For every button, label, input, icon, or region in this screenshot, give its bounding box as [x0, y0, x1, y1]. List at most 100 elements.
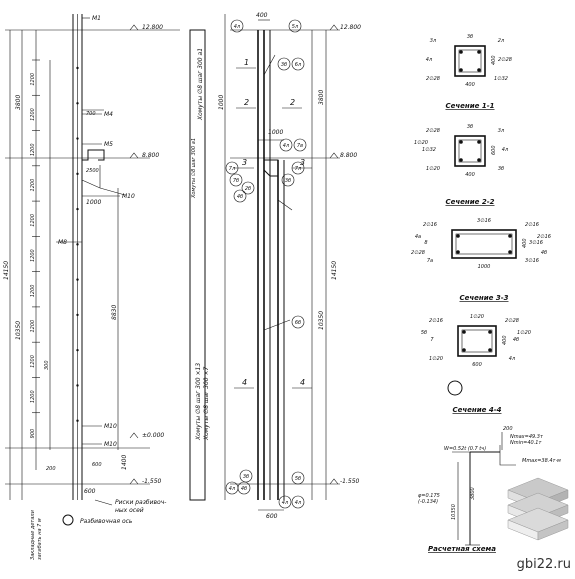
section-label: 4л: [509, 356, 516, 362]
position-bubble: [288, 19, 302, 33]
section-stirrup: [461, 329, 493, 353]
position-bubble-label: 5л: [292, 24, 299, 30]
side-caption: Закладные детали загибать на 7 м: [30, 509, 43, 560]
segment-dim: 1200: [30, 179, 36, 192]
section-outline: [451, 229, 517, 259]
section-width: 600: [472, 362, 482, 368]
rebar-dot: [488, 330, 492, 334]
calc-title: Расчетная схема: [428, 545, 496, 553]
level-zero-label: ±0.000: [142, 432, 164, 439]
side-caption-line1: Закладные детали: [30, 509, 36, 560]
calc-side-label: φ=0.175 (-0.134): [418, 493, 441, 505]
reinf-width-bottom: 600: [266, 513, 278, 520]
position-bubble: [291, 161, 305, 175]
section-title: Сечение 2-2: [445, 198, 494, 206]
segment-dim: 1200: [30, 390, 36, 403]
segment-dim: 1200: [30, 214, 36, 227]
section-label: 4л: [502, 147, 509, 153]
section-label: 1∅20: [470, 314, 484, 320]
section-label: 2∅28: [426, 128, 440, 134]
segment-dim: 1200: [30, 143, 36, 156]
section-label: 2∅28: [505, 318, 519, 324]
section-label: 4б: [541, 250, 547, 256]
section-label: 3б: [498, 166, 504, 172]
dim-lower: 8830: [111, 305, 118, 320]
level-mark-top: 12.800: [129, 24, 163, 31]
calc-scheme: W=0.52t (0.7 tч) Nmax=49.3т Nmin=40.1т M…: [418, 426, 569, 553]
section-height: 600: [491, 145, 497, 155]
calc-n-line2: Nmin=40.1т: [510, 440, 542, 446]
position-bubble-label: 6л: [295, 62, 302, 68]
section-label: 1∅20: [414, 140, 428, 146]
section-label: 4а: [415, 234, 421, 240]
position-bubble-label: 3б: [281, 62, 287, 68]
embed-dot: [76, 243, 79, 246]
axis-risk-note: Риски разбивоч- ных осей: [115, 499, 168, 514]
level-bottom-label: -1.550: [142, 478, 162, 485]
section-label: 5б: [421, 330, 427, 336]
axis-risk-line1: Риски разбивоч-: [115, 499, 166, 506]
calc-dim-200: 200: [503, 426, 513, 432]
level-mark-zero: ±0.000: [129, 432, 164, 439]
position-bubble: [229, 173, 243, 187]
dim-gap-2500: 2500: [86, 168, 99, 174]
stirrup-note-bottom: Хомуты ∅8 шаг 300 ×13 Хомуты ∅8 шаг 300 …: [195, 361, 210, 441]
dim-sub: 10350: [15, 321, 22, 340]
position-bubble-label: 7б: [233, 178, 239, 184]
section-width: 400: [465, 82, 475, 88]
calc-m-label: Mmax=38.4т·м: [522, 458, 561, 464]
calc-n-label: Nmax=49.3т Nmin=40.1т: [510, 434, 544, 446]
section-title: Сечение 1-1: [445, 102, 494, 110]
position-bubble: [230, 19, 244, 33]
section-label: 3б: [467, 34, 473, 40]
section-label: 4л: [426, 57, 433, 63]
stirrup-note-mid: Хомуты ∅8 шаг 300 а1: [191, 138, 197, 199]
level-top-label: 12.800: [142, 24, 163, 31]
calc-side-line2: (-0.134): [418, 499, 438, 505]
calc-dim-3800: 3800: [470, 487, 476, 500]
section-label: 2∅16: [429, 318, 443, 324]
level-mark-bottom: -1.550: [129, 478, 162, 485]
section-label: 2∅16: [537, 234, 551, 240]
position-bubble-label: 4л: [295, 500, 302, 506]
rebar-dot: [477, 158, 481, 162]
section-label: 2л: [498, 38, 505, 44]
section-label: 1∅20: [517, 330, 531, 336]
grid-axis-circle: [62, 514, 74, 526]
segment-dim: 1200: [30, 108, 36, 121]
reinf-width-top: 400: [256, 12, 268, 19]
stirrup-note-top: Хомуты ∅8 шаг 300 а1: [197, 48, 204, 121]
section-width: 400: [465, 172, 475, 178]
reinf-dim-1000: 1000: [268, 129, 283, 136]
embed-dot: [76, 172, 79, 176]
axis-risk-line2: ных осей: [115, 507, 144, 514]
section-outline: [457, 325, 497, 357]
rebar-dot: [456, 234, 460, 238]
section-title: Сечение 4-4: [452, 406, 501, 414]
position-bubble: [293, 138, 307, 152]
segment-dim: 1200: [30, 73, 36, 86]
segment-dim: 1200: [30, 249, 36, 262]
reinf-dim-right-top: 3800: [318, 90, 325, 105]
section-outline: [454, 135, 486, 167]
section-label: 7: [430, 337, 434, 343]
position-bubble: [291, 315, 305, 329]
level-mark-mid: 8.800: [129, 152, 159, 159]
axis-circle: [447, 380, 463, 396]
embed-tag: M10: [104, 423, 117, 430]
section-label: 2∅16: [423, 222, 437, 228]
rebar-dot: [477, 50, 481, 54]
section-title: Сечение 3-3: [459, 294, 508, 302]
position-bubble: [241, 181, 255, 195]
embed-dot: [76, 137, 79, 140]
rebar-dot: [459, 140, 463, 144]
position-bubble-label: 4л: [283, 143, 290, 149]
position-bubble-label: 4л: [234, 24, 241, 30]
section-label: 2∅28: [498, 57, 512, 63]
rebar-dot: [508, 234, 512, 238]
position-bubble-label: 7л: [295, 166, 302, 172]
section-label: 8: [424, 240, 427, 246]
embed-tag: M10: [104, 441, 117, 448]
